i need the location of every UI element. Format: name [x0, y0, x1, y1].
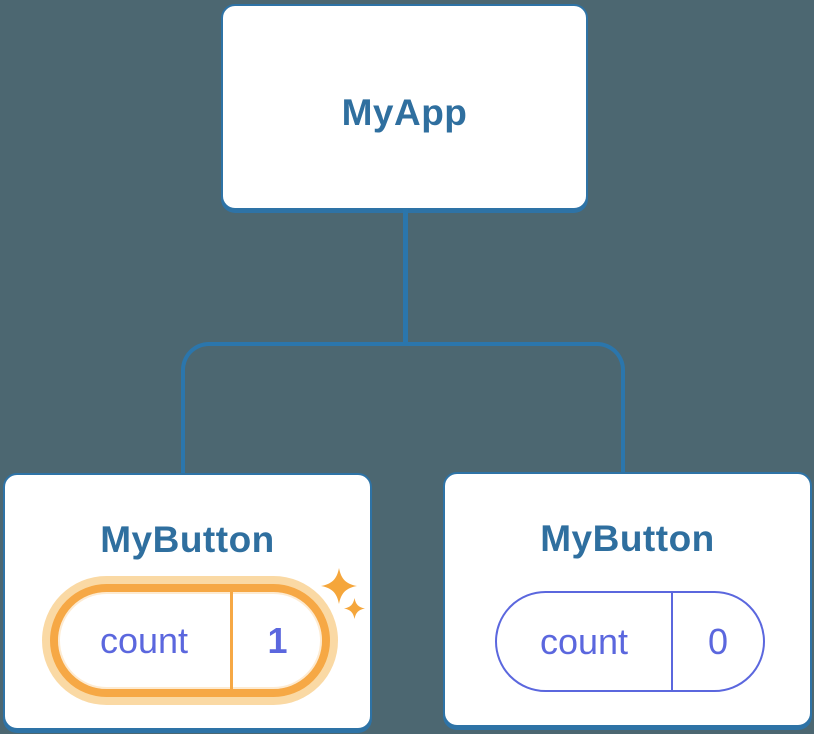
sparkle-icon	[344, 598, 365, 619]
component-name: MyButton	[100, 519, 275, 560]
state-key-cell: count	[58, 592, 233, 689]
state-value-cell: 1	[233, 592, 322, 689]
component-name: MyApp	[341, 91, 468, 133]
state-key: count	[539, 620, 629, 662]
connector-stem	[403, 209, 408, 344]
state-pill: count 0	[495, 591, 765, 692]
component-node-mybutton-left: MyButton count 1	[3, 473, 372, 730]
sparkle-icon	[321, 568, 357, 604]
component-node-myapp: MyApp	[221, 4, 588, 210]
component-name: MyButton	[540, 518, 715, 559]
state-key: count	[99, 619, 189, 661]
state-value: 0	[707, 620, 729, 662]
state-value: 1	[267, 619, 288, 661]
connector-branch	[181, 342, 625, 473]
component-node-mybutton-right: MyButton count 0	[443, 472, 812, 727]
state-pill-highlighted: count 1	[50, 584, 330, 697]
state-key-cell: count	[497, 593, 673, 690]
state-value-cell: 0	[673, 593, 763, 690]
